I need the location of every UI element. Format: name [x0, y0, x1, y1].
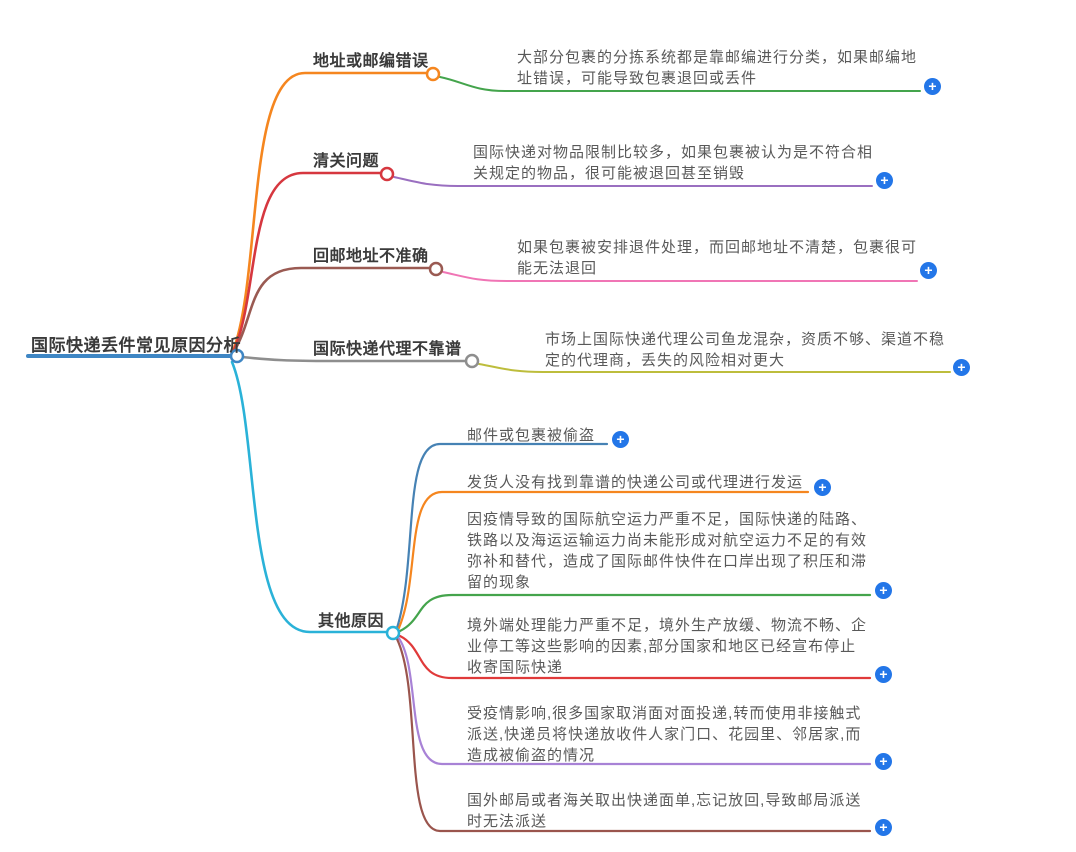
- node-handle-customs-issue[interactable]: [379, 166, 395, 182]
- child-note-overseas-capacity[interactable]: 境外端处理能力严重不足，境外生产放缓、物流不畅、企 业停工等这些影响的因素,部分…: [467, 617, 868, 676]
- branch-desc-return-address[interactable]: 如果包裹被安排退件处理，而回邮地址不清楚，包裹很可 能无法退回: [517, 239, 918, 277]
- node-handle-agent-unreliable[interactable]: [464, 353, 480, 369]
- plus-icon: +: [818, 478, 827, 495]
- branch-label-customs-issue[interactable]: 清关问题: [313, 153, 380, 170]
- expand-button[interactable]: +: [953, 359, 970, 376]
- node-handle-return-address[interactable]: [428, 261, 444, 277]
- child-line-no-reliable-courier: [396, 490, 810, 632]
- branch-label-other-reasons[interactable]: 其他原因: [318, 613, 385, 630]
- desc-line-agent-unreliable: [478, 363, 951, 373]
- child-line-overseas-capacity: [398, 634, 872, 680]
- expand-button[interactable]: +: [876, 172, 893, 189]
- plus-icon: +: [879, 818, 888, 835]
- expand-button[interactable]: +: [875, 666, 892, 683]
- expand-button[interactable]: +: [875, 753, 892, 770]
- expand-button[interactable]: +: [875, 819, 892, 836]
- expand-button[interactable]: +: [920, 262, 937, 279]
- child-line-stolen: [395, 442, 609, 630]
- plus-icon: +: [879, 665, 888, 682]
- desc-line-customs-issue: [393, 176, 873, 187]
- plus-icon: +: [924, 261, 933, 278]
- branch-label-return-address[interactable]: 回邮地址不准确: [313, 248, 429, 265]
- child-line-contactless-delivery: [396, 635, 872, 766]
- branch-line-agent-unreliable: [240, 355, 467, 363]
- plus-icon: +: [616, 430, 625, 447]
- desc-line-address-error: [439, 76, 921, 92]
- plus-icon: +: [928, 77, 937, 94]
- plus-icon: +: [957, 358, 966, 375]
- child-note-air-capacity[interactable]: 因疫情导致的国际航空运力严重不足，国际快递的陆路、 铁路以及海运运输运力尚未能形…: [467, 511, 868, 591]
- child-note-stolen[interactable]: 邮件或包裹被偷盗: [467, 427, 596, 444]
- branch-label-address-error[interactable]: 地址或邮编错误: [313, 53, 429, 70]
- child-line-air-capacity: [398, 593, 872, 633]
- branch-line-other-reasons: [230, 360, 388, 634]
- child-note-contactless-delivery[interactable]: 受疫情影响,很多国家取消面对面投递,转而使用非接触式 派送,快递员将快递放收件人…: [467, 705, 862, 764]
- expand-button[interactable]: +: [875, 582, 892, 599]
- expand-button[interactable]: +: [924, 78, 941, 95]
- branch-line-customs-issue: [231, 171, 382, 354]
- child-note-waybill-removed[interactable]: 国外邮局或者海关取出快递面单,忘记放回,导致邮局派送 时无法派送: [467, 792, 862, 830]
- branch-label-agent-unreliable[interactable]: 国际快递代理不靠谱: [313, 341, 462, 358]
- branch-desc-customs-issue[interactable]: 国际快递对物品限制比较多，如果包裹被认为是不符合相 关规定的物品，很可能被退回甚…: [473, 144, 874, 182]
- branch-line-address-error: [231, 71, 428, 353]
- child-line-waybill-removed: [395, 637, 872, 833]
- root-node-label[interactable]: 国际快递丢件常见原因分析: [31, 336, 241, 355]
- node-handle-address-error[interactable]: [425, 66, 441, 82]
- branch-line-return-address: [231, 266, 431, 355]
- child-note-no-reliable-courier[interactable]: 发货人没有找到靠谱的快递公司或代理进行发运: [467, 474, 804, 491]
- plus-icon: +: [880, 171, 889, 188]
- plus-icon: +: [879, 752, 888, 769]
- node-handle-other-reasons[interactable]: [385, 625, 401, 641]
- branch-desc-address-error[interactable]: 大部分包裹的分拣系统都是靠邮编进行分类，如果邮编地 址错误，可能导致包裹退回或丢…: [517, 49, 918, 87]
- desc-line-return-address: [442, 271, 918, 282]
- expand-button[interactable]: +: [814, 479, 831, 496]
- branch-desc-agent-unreliable[interactable]: 市场上国际快递代理公司鱼龙混杂，资质不够、渠道不稳 定的代理商，丢失的风险相对更…: [545, 331, 946, 369]
- plus-icon: +: [879, 581, 888, 598]
- root-node-handle[interactable]: [229, 348, 245, 364]
- expand-button[interactable]: +: [612, 431, 629, 448]
